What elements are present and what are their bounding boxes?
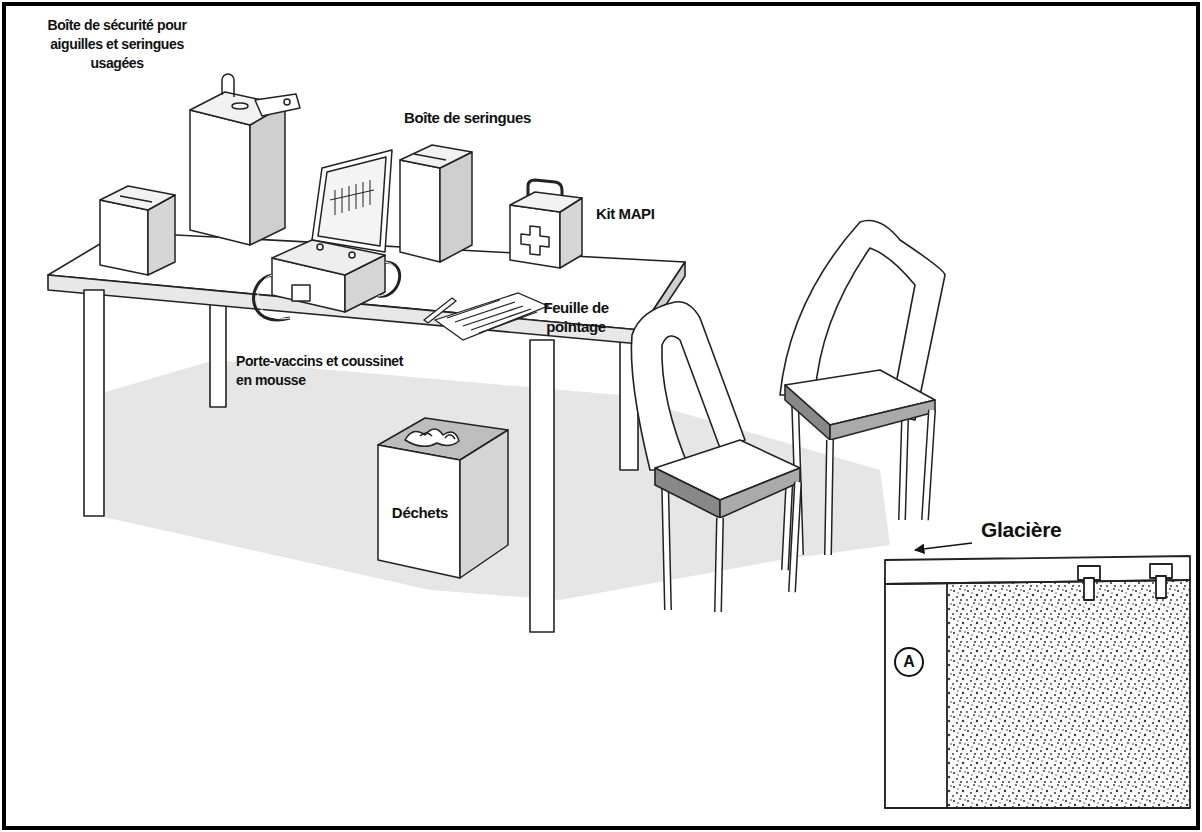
waste-box (378, 418, 508, 578)
small-box (100, 186, 175, 275)
tally-sheet (424, 293, 548, 340)
box-label: Glacière (981, 518, 1062, 542)
table-leg (530, 340, 554, 632)
labelled-box: GlacièreA (885, 578, 1190, 808)
frame (4, 4, 1198, 828)
leader-line (915, 543, 972, 550)
chair (631, 302, 800, 612)
first-aid-kit (510, 180, 582, 268)
cold-box (885, 556, 1190, 808)
callout-label: Feuille de pointage (530, 298, 622, 336)
callout-label: Boîte de seringues (404, 108, 574, 127)
table-leg (84, 290, 104, 516)
safety-box (190, 74, 300, 245)
callout-label: Boîte de sécurité pour aiguilles et seri… (38, 16, 196, 73)
callout-label: Kit MAPI (596, 204, 686, 223)
vaccine-carrier (254, 150, 400, 320)
labelled-box: Déchets (380, 465, 460, 560)
callout-label: Porte-vaccins et coussinet en mousse (236, 352, 421, 390)
callout-letter: A (893, 646, 925, 678)
table (48, 232, 685, 632)
syringe-box (400, 145, 472, 262)
circle-marker: A (893, 646, 925, 678)
chair (780, 220, 945, 555)
box-label: Déchets (380, 465, 460, 560)
